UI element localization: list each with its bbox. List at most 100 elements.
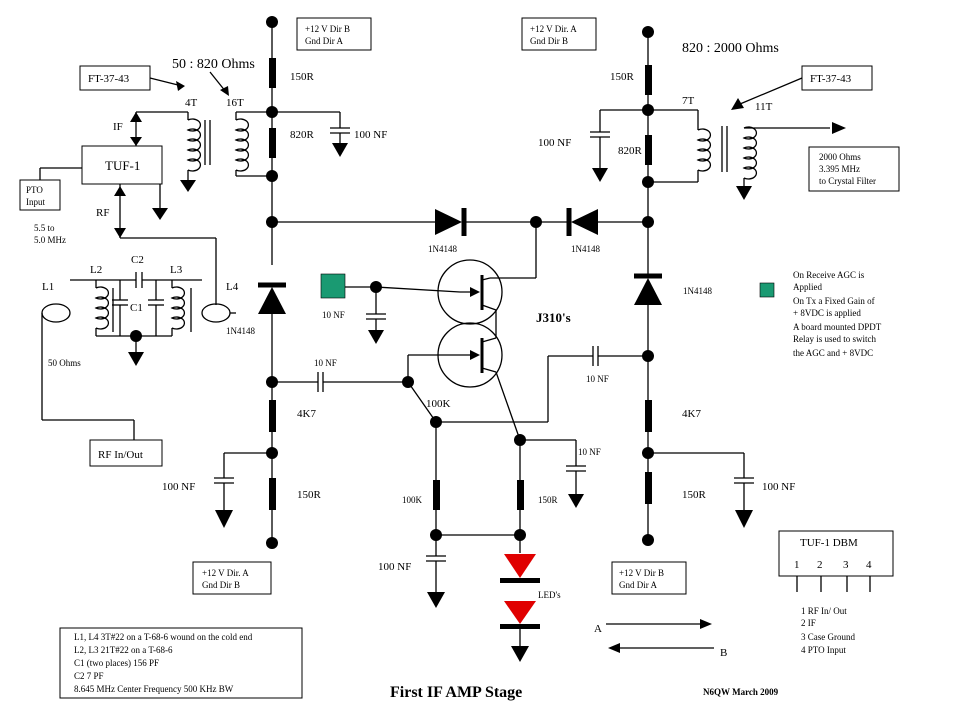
filter-c2: C2 — [131, 254, 144, 266]
right-r150-top: 150R — [610, 71, 635, 83]
filter-l3: L3 — [170, 264, 183, 276]
power-box-bottom-left — [192, 561, 272, 595]
power-bottom-left-1: +12 V Dir. A — [202, 568, 249, 578]
power-box-top-left — [296, 17, 372, 51]
direction-b: B — [720, 647, 727, 659]
gate-r100k: 100K — [426, 398, 451, 410]
output-cap-label: 10 NF — [586, 374, 609, 384]
j310-fets — [408, 259, 521, 441]
turns-4t: 4T — [185, 97, 198, 109]
left-r4k7: 4K7 — [297, 408, 316, 420]
note-2: L2, L3 21T#22 on a T-68-6 — [74, 645, 173, 655]
fet-label: J310's — [536, 310, 571, 325]
dbm-legend-2: 2 IF — [801, 618, 816, 628]
tuf1-mixer — [39, 145, 217, 305]
filter-c1: C1 — [130, 302, 143, 314]
power-top-right-2: Gnd Dir B — [530, 36, 568, 46]
notes-box — [59, 627, 303, 699]
power-box-bottom-right — [611, 561, 687, 595]
filter-l4: L4 — [226, 281, 239, 293]
left-bypass-capacitor-top — [272, 111, 350, 157]
author: N6QW March 2009 — [703, 687, 779, 697]
right-r150-bottom: 150R — [682, 489, 707, 501]
turns-16t: 16T — [226, 97, 244, 109]
left-r820: 820R — [290, 129, 315, 141]
filter-l1: L1 — [42, 281, 54, 293]
power-top-left-2: Gnd Dir A — [305, 36, 344, 46]
agc-cap-label: 10 NF — [322, 310, 345, 320]
diode-label-left: 1N4148 — [428, 244, 457, 254]
source-resistor-label: 150R — [538, 495, 558, 505]
bias-network — [426, 422, 586, 662]
agc-note-1: On Receive AGC is — [793, 270, 865, 280]
bias-c100: 100 NF — [378, 561, 411, 573]
power-bottom-right-2: Gnd Dir A — [619, 580, 658, 590]
diagram-title: First IF AMP Stage — [390, 684, 522, 701]
power-bottom-right-1: +12 V Dir B — [619, 568, 664, 578]
agc-input-marker — [320, 273, 346, 299]
output-box — [808, 146, 900, 192]
dbm-pin-2: 2 — [817, 559, 823, 571]
bandpass-filter — [41, 272, 236, 440]
filter-ohms: 50 Ohms — [48, 358, 81, 368]
gate-coupling — [272, 346, 648, 428]
left-c100-top: 100 NF — [354, 129, 387, 141]
source-cap-label: 10 NF — [578, 447, 601, 457]
rf-io-box — [89, 439, 163, 467]
left-r150-bottom: 150R — [297, 489, 322, 501]
agc-note-2: Applied — [793, 282, 822, 292]
right-transformer — [648, 109, 846, 200]
left-r150-top: 150R — [290, 71, 315, 83]
pto-label-1: PTO — [26, 185, 43, 195]
right-bypass-capacitor-top — [590, 109, 648, 182]
direction-arrows — [606, 619, 714, 653]
power-box-top-right — [521, 17, 597, 51]
right-supply-chain — [634, 26, 662, 546]
turns-7t: 7T — [682, 95, 695, 107]
right-r820: 820R — [618, 145, 643, 157]
left-bypass-capacitor-bottom — [214, 452, 272, 528]
note-1: L1, L4 3T#22 on a T-68-6 wound on the co… — [74, 632, 253, 642]
turns-11t: 11T — [755, 101, 773, 113]
rf-label: RF — [96, 207, 109, 219]
if-line — [130, 112, 142, 146]
agc-input — [320, 273, 461, 344]
output-2: 3.395 MHz — [819, 164, 860, 174]
agc-note-6: Relay is used to switch — [793, 334, 876, 344]
pto-label-2: Input — [26, 197, 45, 207]
dbm-pin-3: 3 — [843, 559, 849, 571]
core-left-label: FT-37-43 — [88, 73, 130, 85]
note-3: C1 (two places) 156 PF — [74, 658, 159, 668]
led-label: LED's — [538, 590, 561, 600]
core-box-right — [801, 65, 873, 91]
output-1: 2000 Ohms — [819, 152, 861, 162]
dbm-legend-3: 3 Case Ground — [801, 632, 855, 642]
direction-a: A — [594, 623, 602, 635]
power-bottom-left-2: Gnd Dir B — [202, 580, 240, 590]
if-label: IF — [113, 121, 123, 133]
power-top-left-1: +12 V Dir B — [305, 24, 350, 34]
gate-cap-label: 10 NF — [314, 358, 337, 368]
core-right-label: FT-37-43 — [810, 73, 852, 85]
agc-note-4: + 8VDC is applied — [793, 308, 861, 318]
rf-io-label: RF In/Out — [98, 449, 143, 461]
agc-note-7: the AGC and + 8VDC — [793, 348, 873, 358]
right-bypass-capacitor-bottom — [648, 452, 754, 528]
cross-diodes — [272, 208, 648, 279]
diode-label-main-left: 1N4148 — [226, 326, 255, 336]
left-c100-bottom: 100 NF — [162, 481, 195, 493]
agc-note-5: A board mounted DPDT — [793, 322, 882, 332]
pto-box — [19, 179, 61, 211]
dbm-pin-4: 4 — [866, 559, 872, 571]
diode-label-main-right: 1N4148 — [683, 286, 712, 296]
left-supply-chain — [258, 16, 286, 549]
dbm-pinout — [778, 530, 894, 592]
agc-note-3: On Tx a Fixed Gain of — [793, 296, 875, 306]
ratio-left: 50 : 820 Ohms — [172, 57, 255, 72]
pto-range-1: 5.5 to — [34, 223, 55, 233]
dbm-legend-4: 4 PTO Input — [801, 645, 846, 655]
pto-range-2: 5.0 MHz — [34, 235, 66, 245]
mixer-name: TUF-1 — [105, 158, 140, 173]
filter-l2: L2 — [90, 264, 102, 276]
